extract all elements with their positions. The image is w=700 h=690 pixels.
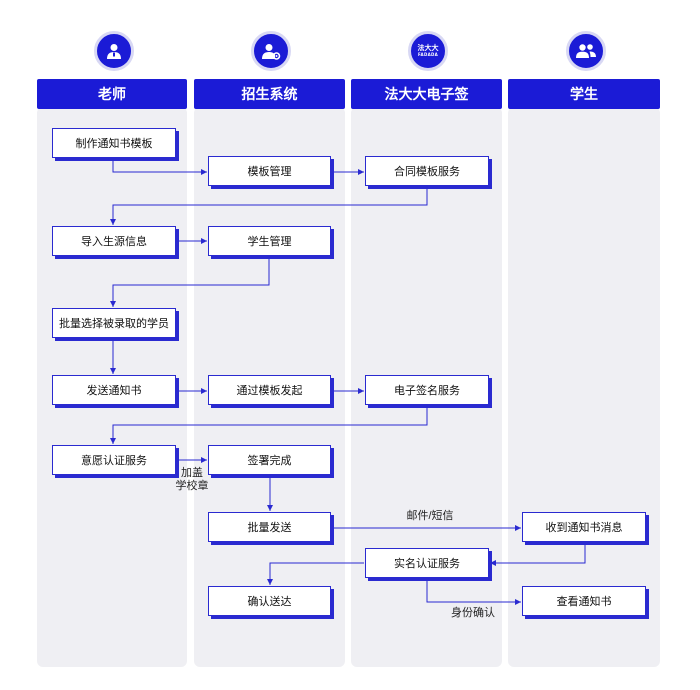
lane-header-student: 学生	[508, 79, 660, 109]
node-batch-select: 批量选择被录取的学员	[52, 308, 176, 338]
node-receive-notice-msg: 收到通知书消息	[522, 512, 646, 542]
node-batch-send: 批量发送	[208, 512, 331, 542]
edge-student-mgmt-to-batch-select	[110, 257, 270, 307]
node-e-sign-service: 电子签名服务	[365, 375, 489, 405]
edge-label-stamp: 加盖 学校章	[170, 467, 214, 493]
edge-make-template-to-template-mgmt	[112, 159, 207, 175]
lane-header-teacher: 老师	[37, 79, 187, 109]
students-group-icon	[566, 31, 606, 71]
node-realname-auth: 实名认证服务	[365, 548, 489, 578]
edge-esign-to-willingness	[110, 406, 428, 444]
edge-label-stamp-line1: 加盖	[181, 467, 203, 479]
node-confirm-delivery: 确认送达	[208, 586, 331, 616]
teacher-user-icon	[94, 31, 134, 71]
edge-label-mail-sms: 邮件/短信	[406, 510, 454, 522]
lane-header-system: 招生系统	[194, 79, 345, 109]
lane-header-fadada: 法大大电子签	[351, 79, 502, 109]
fadada-logo-icon: 法大大 FADADA	[408, 31, 448, 71]
node-contract-template-service: 合同模板服务	[365, 156, 489, 186]
edge-label-identity-confirm: 身份确认	[451, 607, 495, 619]
fadada-logo-text: 法大大	[417, 44, 439, 52]
edge-label-stamp-line2: 学校章	[175, 480, 209, 492]
node-import-source: 导入生源信息	[52, 226, 176, 256]
node-send-notice: 发送通知书	[52, 375, 176, 405]
node-willingness-auth: 意愿认证服务	[52, 445, 176, 475]
edge-receive-to-realname	[490, 544, 586, 566]
node-initiate-by-template: 通过模板发起	[208, 375, 331, 405]
node-template-mgmt: 模板管理	[208, 156, 331, 186]
lane-bg-student	[508, 107, 660, 667]
node-view-notice: 查看通知书	[522, 586, 646, 616]
node-make-template: 制作通知书模板	[52, 128, 176, 158]
edge-contract-service-to-import	[110, 187, 428, 225]
node-student-mgmt: 学生管理	[208, 226, 331, 256]
system-user-gear-icon	[251, 31, 291, 71]
edge-realname-to-view	[426, 579, 521, 605]
fadada-logo-subtext: FADADA	[417, 52, 438, 57]
node-sign-complete: 签署完成	[208, 445, 331, 475]
edge-realname-to-confirm	[267, 562, 364, 585]
